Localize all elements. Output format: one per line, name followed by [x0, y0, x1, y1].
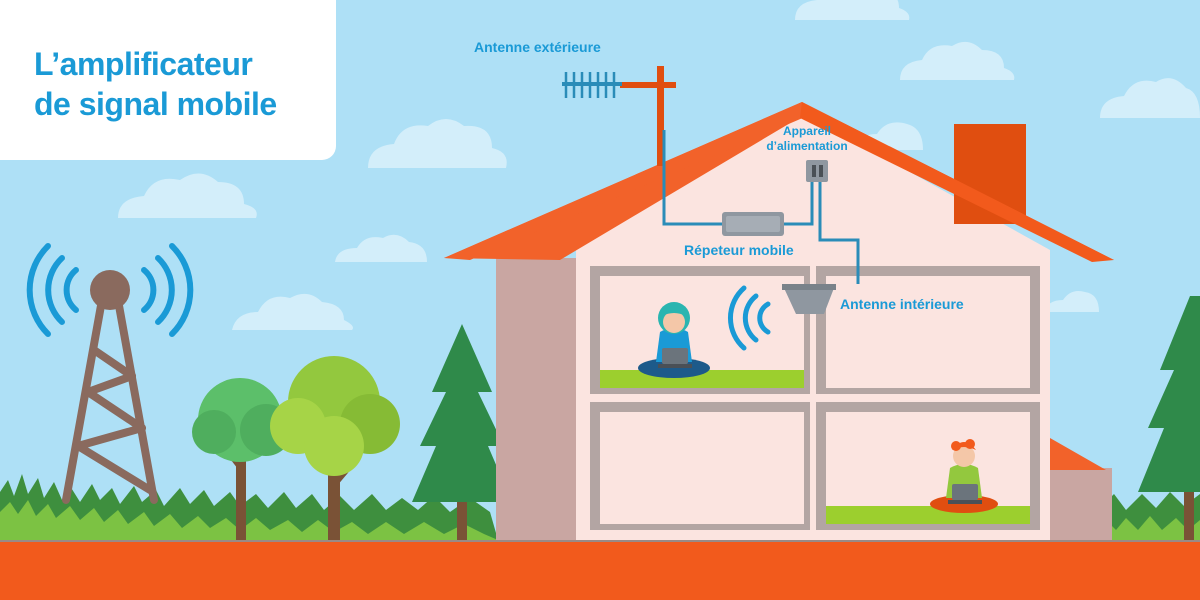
grass-light	[0, 500, 1200, 540]
tree-round-large	[270, 356, 400, 540]
person-with-laptop-1	[638, 302, 710, 378]
clouds	[118, 0, 1200, 330]
power-supply-icon	[806, 160, 828, 182]
title-line-1: L’amplificateur	[34, 46, 253, 82]
label-power-supply-line1: Appareil	[782, 124, 831, 138]
room-top-right	[816, 266, 1040, 394]
person-with-laptop-2	[930, 439, 998, 513]
title-card: L’amplificateur de signal mobile	[0, 0, 336, 160]
roof	[444, 102, 1114, 260]
tower-head	[90, 270, 130, 310]
tree-pine-left	[412, 324, 512, 540]
side-extension-roof	[1050, 438, 1106, 470]
title-line-2: de signal mobile	[34, 86, 277, 122]
indoor-signal-waves	[728, 285, 771, 351]
cables	[662, 130, 860, 284]
cell-tower	[62, 296, 158, 504]
tree-pine-right	[1138, 296, 1200, 540]
side-extension-wall	[1050, 468, 1112, 540]
label-outdoor-antenna: Antenne extérieure	[474, 39, 601, 55]
ground	[0, 538, 1200, 600]
label-indoor-antenna: Antenne intérieure	[840, 296, 964, 312]
outdoor-antenna-icon	[562, 66, 676, 166]
room-bottom-left	[590, 402, 810, 530]
label-repeater: Répeteur mobile	[684, 242, 794, 258]
indoor-antenna-icon	[782, 284, 836, 314]
label-power-supply-line2: d’alimentation	[766, 139, 848, 153]
house-side-wall	[496, 258, 576, 540]
room-bottom-right	[816, 402, 1040, 530]
tower-signal-waves	[26, 243, 194, 337]
label-power-supply: Appareil d’alimentation	[748, 124, 866, 154]
